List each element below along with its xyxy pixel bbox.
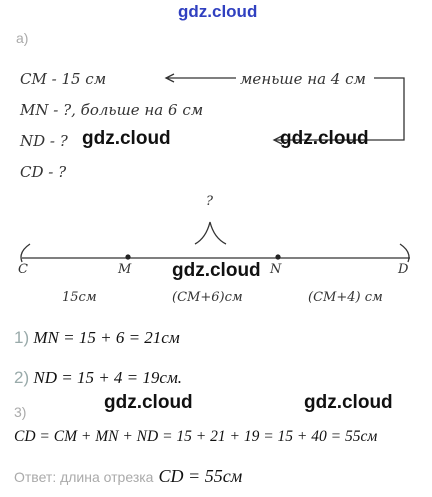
part-label: a) xyxy=(16,30,29,46)
left-bracket xyxy=(20,243,31,263)
watermark-5: gdz.cloud xyxy=(304,392,393,413)
watermark-1: gdz.cloud xyxy=(82,128,171,149)
point-d-label: D xyxy=(398,262,409,277)
arrow-bracket xyxy=(274,77,405,141)
arrow-head-cm xyxy=(164,73,175,83)
solution-step-3: CD = CM + MN + ND = 15 + 21 + 19 = 15 + … xyxy=(14,428,378,445)
step-1-number: 1) xyxy=(14,328,30,347)
right-bracket xyxy=(399,243,410,263)
segment-cm-label: 15см xyxy=(62,290,97,305)
point-n-dot xyxy=(275,254,281,260)
solution-step-2: 2) ND = 15 + 4 = 19см. xyxy=(14,368,182,388)
answer-prefix: Ответ: длина отрезка xyxy=(14,469,154,485)
condition-mn: MN - ?, больше на 6 см xyxy=(20,101,204,119)
arrow-head-nd xyxy=(272,135,283,145)
point-m-dot xyxy=(125,254,131,260)
watermark-4: gdz.cloud xyxy=(104,392,193,413)
condition-cd: CD - ? xyxy=(20,163,67,181)
arrow-note: меньше на 4 см xyxy=(240,70,366,88)
point-c-label: C xyxy=(18,262,28,277)
step-3-number: 3) xyxy=(14,404,27,420)
segment-mn-label: (CM+6)см xyxy=(172,290,243,305)
answer-line: Ответ: длина отрезка CD = 55см xyxy=(14,466,242,487)
top-brace xyxy=(194,221,227,245)
watermark-top: gdz.cloud xyxy=(178,2,258,21)
condition-nd: ND - ? xyxy=(20,132,68,150)
point-n-label: N xyxy=(270,262,282,277)
answer-formula: CD = 55см xyxy=(158,466,243,486)
solution-step-1: 1) MN = 15 + 6 = 21см xyxy=(14,328,180,348)
watermark-3: gdz.cloud xyxy=(172,260,261,281)
step-2-formula: ND = 15 + 4 = 19см. xyxy=(33,368,183,387)
watermark-2: gdz.cloud xyxy=(280,128,369,149)
segment-nd-label: (CM+4) см xyxy=(308,290,383,305)
condition-cm: CM - 15 см xyxy=(20,70,107,88)
point-m-label: M xyxy=(118,262,132,277)
step-1-formula: MN = 15 + 6 = 21см xyxy=(33,328,180,347)
step-2-number: 2) xyxy=(14,368,30,387)
brace-label: ? xyxy=(206,194,213,209)
